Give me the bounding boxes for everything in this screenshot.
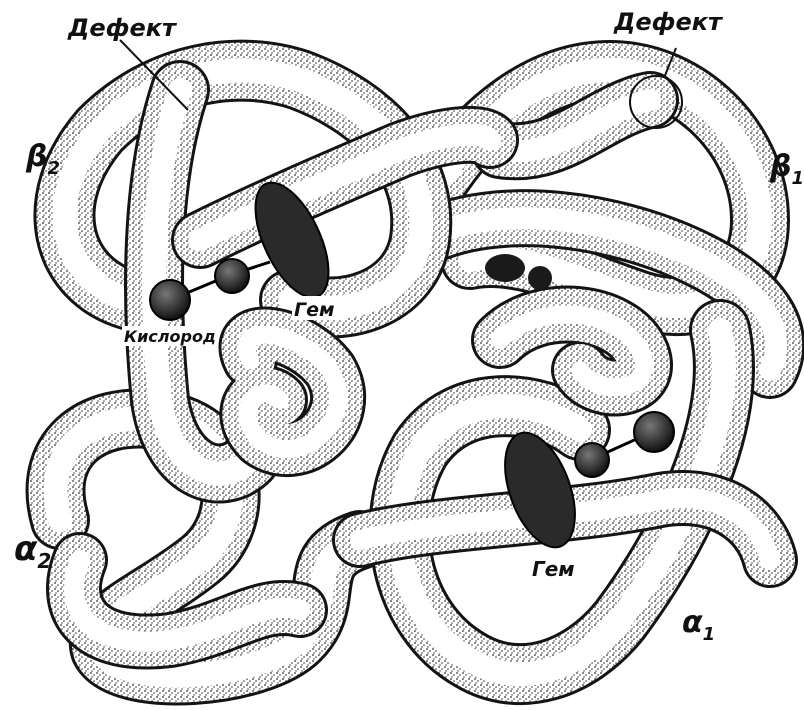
- iron-atom: [215, 259, 249, 293]
- iron-atom: [575, 443, 609, 477]
- oxygen-atom: [150, 280, 190, 320]
- alpha1-label: α1: [682, 605, 715, 645]
- defect-label-left: Дефект: [67, 14, 178, 42]
- oxygen-label: Кислород: [124, 327, 216, 346]
- beta1-label: β1: [769, 149, 804, 189]
- heme-label-lower: Гем: [532, 557, 575, 581]
- heme-label-upper: Гем: [294, 299, 335, 321]
- defect-label-right: Дефект: [613, 8, 724, 36]
- histidine-atom: [634, 412, 674, 452]
